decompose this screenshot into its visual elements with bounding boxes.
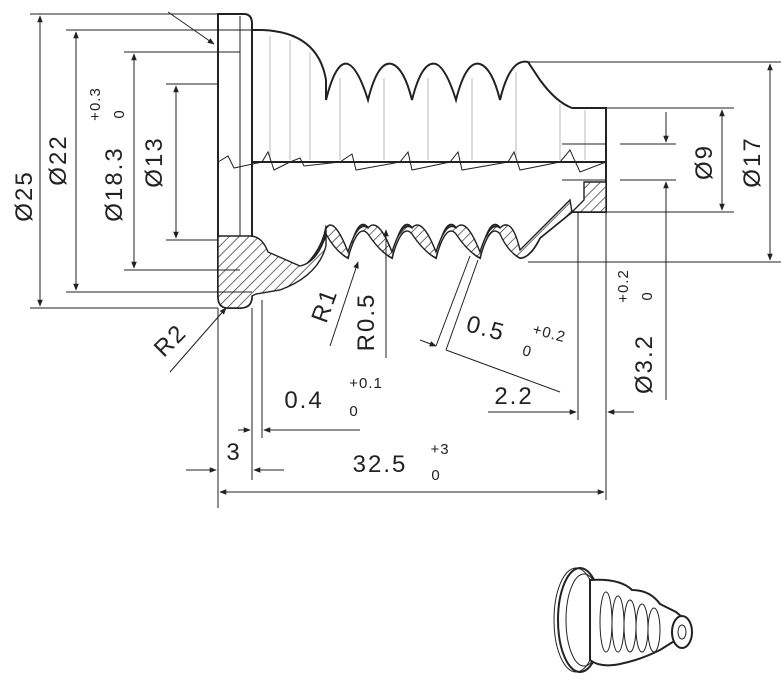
isometric-view	[553, 567, 693, 673]
dim-d3-2-tol-lower: 0	[639, 291, 656, 300]
dim-r0-5: R0.5	[353, 293, 380, 352]
dim-d13: Ø13	[141, 136, 168, 187]
boot-part-section	[217, 13, 607, 309]
dim-len32-5-tol-lower: 0	[431, 467, 440, 484]
dim-d3-2: Ø3.2	[631, 334, 658, 394]
dim-r1: R1	[306, 285, 343, 327]
dim-d25: Ø25	[11, 170, 38, 221]
dim-t0-4-tol-upper: +0.1	[349, 375, 383, 392]
dim-t0-5: 0.5	[463, 311, 508, 347]
dim-d22: Ø22	[45, 134, 72, 185]
dim-t0-5-tol-lower: 0	[520, 342, 533, 361]
dim-d9: Ø9	[691, 144, 718, 180]
dim-len32-5-tol-upper: +3	[430, 441, 449, 458]
dimension-lines	[30, 11, 781, 508]
dim-len32-5: 32.5	[353, 451, 408, 478]
dimension-labels: Ø25 Ø22 Ø18.3 +0.3 0 Ø13 Ø9 Ø17 Ø3.2 +0.…	[11, 87, 766, 484]
dim-t0-4: 0.4	[284, 387, 323, 414]
dim-d18-3: Ø18.3	[101, 146, 128, 221]
break-line	[217, 149, 607, 173]
dim-r2: R2	[149, 319, 193, 363]
dim-t0-5-tol-upper: +0.2	[531, 321, 568, 346]
dim-d18-3-tol-upper: +0.3	[87, 87, 104, 121]
dim-d17: Ø17	[739, 136, 766, 187]
nozzle-hatch	[570, 181, 607, 213]
dim-d3-2-tol-upper: +0.2	[615, 269, 632, 303]
bellows-upper-outline	[251, 29, 607, 163]
dim-d18-3-tol-lower: 0	[111, 109, 128, 118]
dim-t0-4-tol-lower: 0	[349, 403, 358, 420]
dim-len2-2: 2.2	[494, 383, 533, 410]
dim-len3: 3	[226, 439, 241, 466]
flange-hatch	[217, 233, 327, 309]
